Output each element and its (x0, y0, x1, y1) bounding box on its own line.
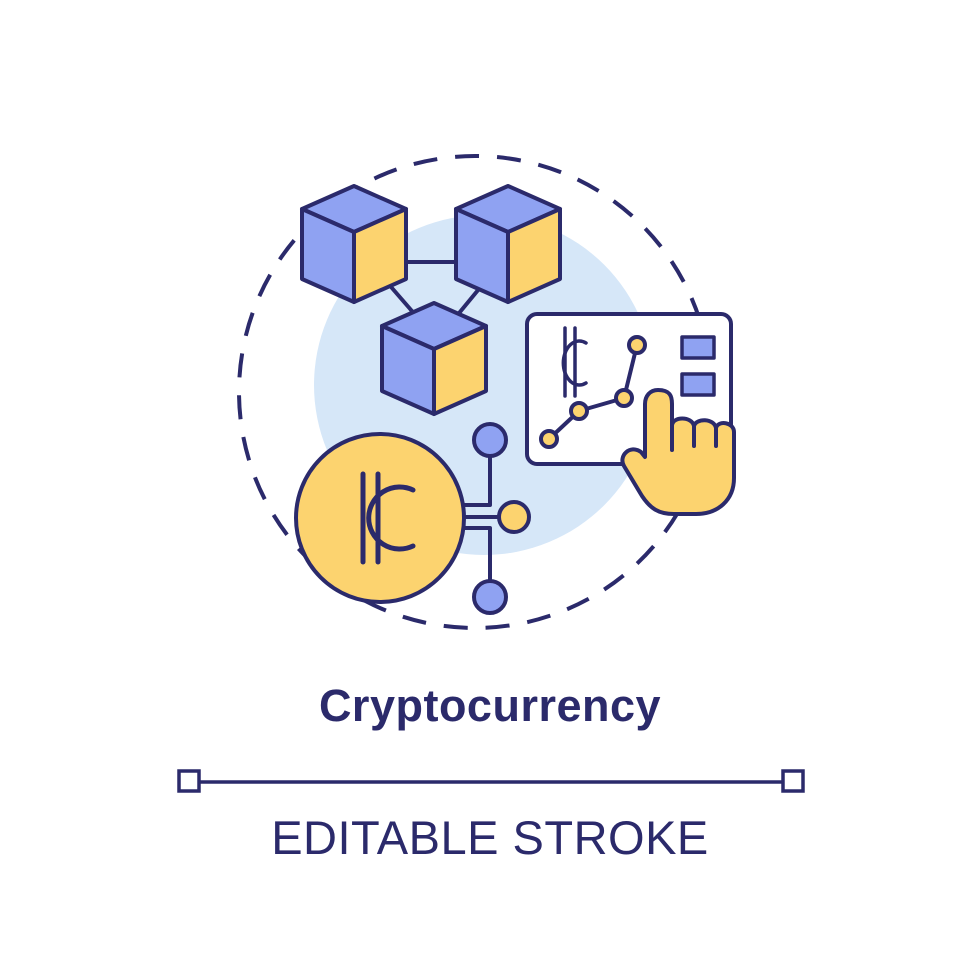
stroke-start-handle (177, 769, 201, 793)
coin-icon (294, 432, 466, 604)
page-title: Cryptocurrency (318, 680, 662, 731)
pointing-hand-icon (620, 388, 736, 516)
cube-1 (300, 184, 408, 304)
blockchain-cubes-icon (300, 184, 562, 416)
editable-stroke-label: EDITABLE STROKE (271, 811, 709, 864)
cube-3 (380, 301, 488, 416)
cube-2 (454, 184, 562, 304)
stroke-end-handle (781, 769, 805, 793)
network-nodes-icon (460, 422, 531, 615)
editable-stroke-line (177, 769, 805, 793)
